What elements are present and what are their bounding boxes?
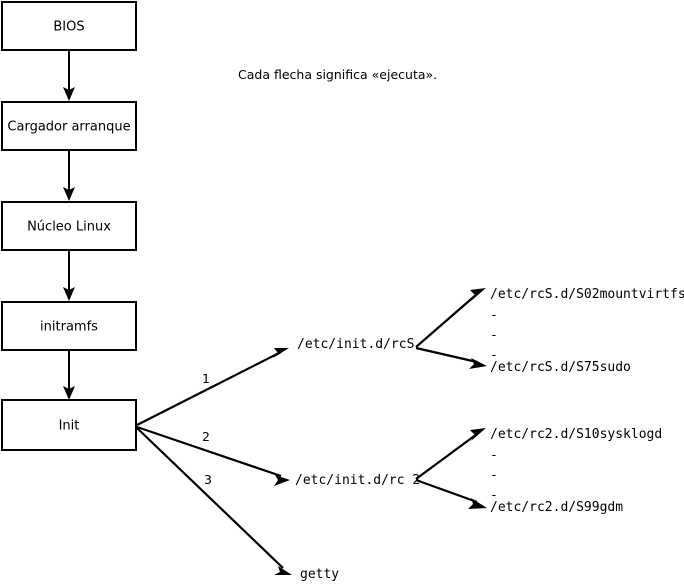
node-kernel-label: Núcleo Linux bbox=[27, 220, 111, 235]
rc2-ellipsis-dash: - bbox=[490, 448, 498, 463]
branch-1-arrow bbox=[136, 348, 289, 426]
vertical-connectors-group bbox=[63, 50, 75, 400]
branch-2-number: 2 bbox=[202, 429, 210, 444]
arrowhead-icon bbox=[63, 87, 75, 101]
node-init-label: Init bbox=[59, 419, 80, 434]
arrowhead-icon bbox=[470, 428, 486, 441]
arrow-bootloader-to-kernel bbox=[63, 150, 75, 201]
arrowhead-icon bbox=[470, 288, 486, 301]
node-bios-rect bbox=[1, 1, 137, 51]
caption-text: Cada flecha significa «ejecuta». bbox=[238, 67, 437, 82]
branch-1-number: 1 bbox=[202, 371, 210, 386]
rc2-ellipsis-dash: - bbox=[490, 468, 498, 483]
node-initramfs-rect bbox=[1, 301, 137, 351]
node-kernel-rect bbox=[1, 201, 137, 251]
rcs-last-arrow bbox=[415, 346, 487, 369]
node-bootloader-label: Cargador arranque bbox=[7, 120, 130, 135]
rc2-ellipsis-dash: - bbox=[490, 488, 498, 503]
rc2-last-script-label: /etc/rc2.d/S99gdm bbox=[490, 500, 623, 515]
rc2-first-script-label: /etc/rc2.d/S10sysklogd bbox=[490, 427, 662, 442]
rcs-ellipsis-dash: - bbox=[490, 328, 498, 343]
node-bootloader[interactable]: Cargador arranque bbox=[1, 101, 137, 151]
node-init-rect bbox=[1, 399, 137, 451]
rc2-scripts-group: /etc/rc2.d/S10sysklogd - - - /etc/rc2.d/… bbox=[415, 427, 662, 515]
branch-3-arrow bbox=[136, 427, 292, 575]
arrowhead-icon bbox=[274, 475, 290, 486]
node-init[interactable]: Init bbox=[1, 399, 137, 451]
branch-1-target-label: /etc/init.d/rcS bbox=[297, 337, 414, 352]
arrowhead-icon bbox=[468, 498, 487, 509]
rcs-last-script-label: /etc/rcS.d/S75sudo bbox=[490, 360, 631, 375]
arrow-kernel-to-initramfs bbox=[63, 250, 75, 301]
branch-2-arrow bbox=[136, 425, 290, 486]
rcs-first-arrow bbox=[415, 288, 486, 348]
rcs-scripts-group: /etc/rcS.d/S02mountvirtfs - - - /etc/rcS… bbox=[415, 287, 684, 375]
arrowhead-icon bbox=[63, 287, 75, 301]
branch-2-target-label: /etc/init.d/rc 2 bbox=[295, 473, 420, 488]
arrow-initramfs-to-init bbox=[63, 350, 75, 400]
branch-3-number: 3 bbox=[204, 472, 212, 487]
rc2-first-arrow bbox=[415, 428, 486, 480]
arrowhead-icon bbox=[274, 566, 292, 575]
arrowhead-icon bbox=[63, 187, 75, 201]
rcs-ellipsis-dash: - bbox=[490, 308, 498, 323]
node-bios[interactable]: BIOS bbox=[1, 1, 137, 51]
arrowhead-icon bbox=[63, 386, 75, 400]
arrowhead-icon bbox=[273, 348, 289, 358]
node-bios-label: BIOS bbox=[53, 20, 84, 35]
node-kernel[interactable]: Núcleo Linux bbox=[1, 201, 137, 251]
node-initramfs[interactable]: initramfs bbox=[1, 301, 137, 351]
rcs-ellipsis-dash: - bbox=[490, 348, 498, 363]
boot-chain-group: BIOS Cargador arranque Núcleo Linux init… bbox=[1, 1, 137, 451]
branch-3-target-label: getty bbox=[300, 567, 339, 582]
rcs-first-script-label: /etc/rcS.d/S02mountvirtfs bbox=[490, 287, 684, 302]
arrow-bios-to-bootloader bbox=[63, 50, 75, 101]
init-branches-group: 1 /etc/init.d/rcS 2 /etc/init.d/rc 2 3 g… bbox=[136, 337, 420, 582]
node-initramfs-label: initramfs bbox=[40, 320, 98, 335]
arrowhead-icon bbox=[469, 358, 487, 369]
rc2-last-arrow bbox=[415, 478, 487, 509]
